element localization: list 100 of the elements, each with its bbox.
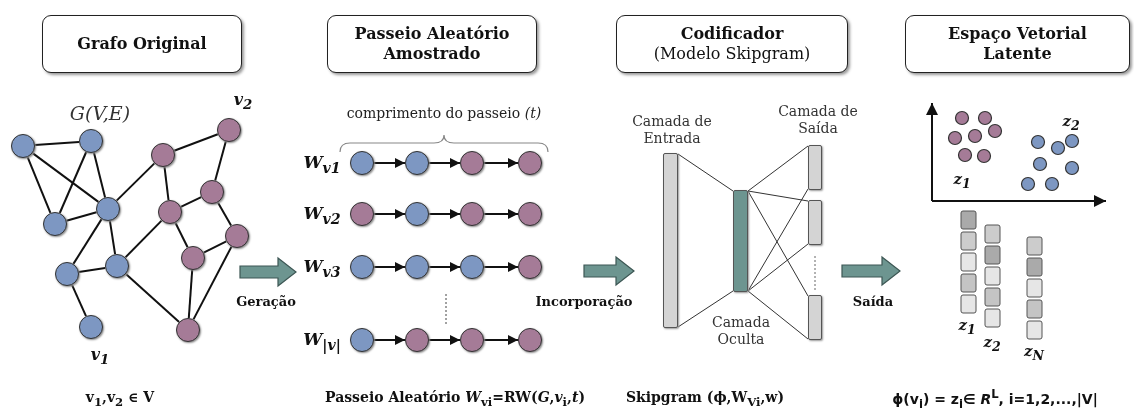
walk-node <box>460 328 484 352</box>
arrow-label: Geração <box>236 293 296 309</box>
graph-node <box>43 212 67 236</box>
graph-node <box>79 315 103 339</box>
formula-text: Skipgram (ϕ,W$_{Vi}$,w) <box>625 389 785 409</box>
connector-line <box>26 156 52 214</box>
arrow-label: Saída <box>852 293 894 309</box>
node-label: v$_{2}$ <box>233 89 253 113</box>
arrow-label: Incorporação <box>535 293 633 309</box>
arrow <box>483 158 519 168</box>
graph-node <box>151 143 175 167</box>
walk-node <box>405 202 429 226</box>
walk-node <box>350 202 374 226</box>
graph-node <box>96 197 120 221</box>
connector-line <box>65 211 98 222</box>
walk-node <box>518 255 542 279</box>
connector-line <box>216 201 233 227</box>
connector-line <box>92 151 107 199</box>
arrow <box>483 209 519 219</box>
arrow <box>483 262 519 272</box>
graph-node <box>55 262 79 286</box>
formula-text: Passeio Aleatório W$_{vi}$=RW(G,v$_{i}$,t) <box>325 389 585 409</box>
connector-line <box>163 165 170 202</box>
layer-label: Camada de Entrada <box>631 113 713 147</box>
connector-line <box>747 290 809 340</box>
walk-node <box>460 151 484 175</box>
connector-line <box>677 290 734 328</box>
walk-node <box>405 328 429 352</box>
title-box <box>42 15 242 73</box>
layer-bar <box>733 190 748 292</box>
walk-node <box>350 151 374 175</box>
connector-line <box>202 240 228 254</box>
connector-line <box>187 269 194 319</box>
walk-node <box>350 255 374 279</box>
arrow <box>373 158 406 168</box>
walk-node <box>518 151 542 175</box>
connector-line <box>72 218 103 265</box>
graph-node <box>11 134 35 158</box>
arrow <box>483 335 519 345</box>
connector-line <box>192 245 233 321</box>
connector-line <box>124 219 163 259</box>
connector-line <box>747 145 809 192</box>
layer-bar <box>808 295 822 340</box>
connector-line <box>34 140 80 147</box>
connector-line <box>77 266 107 274</box>
layer-label: Camada Oculta <box>711 314 771 348</box>
title-text: Codificador <box>680 24 784 44</box>
connector-line <box>124 273 181 323</box>
graph-node <box>181 246 205 270</box>
arrow <box>428 158 461 168</box>
walk-label: W$_{v2}$ <box>303 203 341 227</box>
connector-line <box>677 153 734 192</box>
walk-node <box>518 328 542 352</box>
connector-line <box>173 133 219 152</box>
connector-line <box>58 151 88 214</box>
node-label: v$_{1}$ <box>90 344 110 368</box>
walk-node <box>405 151 429 175</box>
formula-text: v$_{1}$,v$_{2}$ ∈ V <box>85 389 155 409</box>
connector-line <box>174 221 189 249</box>
walk-label: W$_{v1}$ <box>303 152 341 176</box>
connector-line <box>179 196 203 208</box>
arrow <box>373 262 406 272</box>
graph-node <box>176 318 200 342</box>
layer-label: Camada de Saída <box>778 103 858 137</box>
vector-label: z$_{2}$ <box>1062 111 1080 133</box>
walk-label: W$_{v3}$ <box>303 256 341 280</box>
graph-node <box>217 118 241 142</box>
walk-label: W$_{|v|}$ <box>303 329 341 353</box>
graph-label: G(V,E) <box>69 102 131 124</box>
arrow <box>428 335 461 345</box>
connector-line <box>31 152 100 203</box>
arrow <box>373 335 406 345</box>
vector-label: z$_{1}$ <box>958 315 976 337</box>
title-text: Passeio Aleatório Amostrado <box>353 24 511 64</box>
connector-line <box>747 243 809 292</box>
connector-line <box>108 219 117 256</box>
title-box <box>327 15 537 73</box>
walk-node <box>460 255 484 279</box>
layer-bar <box>808 200 822 245</box>
walk-node <box>350 328 374 352</box>
connector-line <box>115 162 156 202</box>
formula-text: ϕ(v$_{i}$) = z$_{i}$∈ R$^{L}$, i=1,2,...,|V| <box>892 387 1098 410</box>
title-box <box>616 15 848 73</box>
vector-label: z$_{1}$ <box>953 169 971 191</box>
graph-node <box>158 200 182 224</box>
title-text: Espaço Vetorial Latente <box>947 24 1088 64</box>
layer-bar <box>663 153 678 328</box>
title-text: Grafo Original <box>77 34 207 54</box>
arrow <box>373 209 406 219</box>
arrow <box>428 209 461 219</box>
graph-node <box>79 129 103 153</box>
connector-line <box>747 190 809 202</box>
arrow <box>428 262 461 272</box>
layer-bar <box>808 145 822 190</box>
graph-node <box>105 254 129 278</box>
connector-line <box>71 283 87 318</box>
vector-label: z$_{2}$ <box>983 332 1001 354</box>
graph-node <box>225 224 249 248</box>
title-box <box>905 15 1130 73</box>
subtitle-text: (Modelo Skipgram) <box>653 44 811 64</box>
